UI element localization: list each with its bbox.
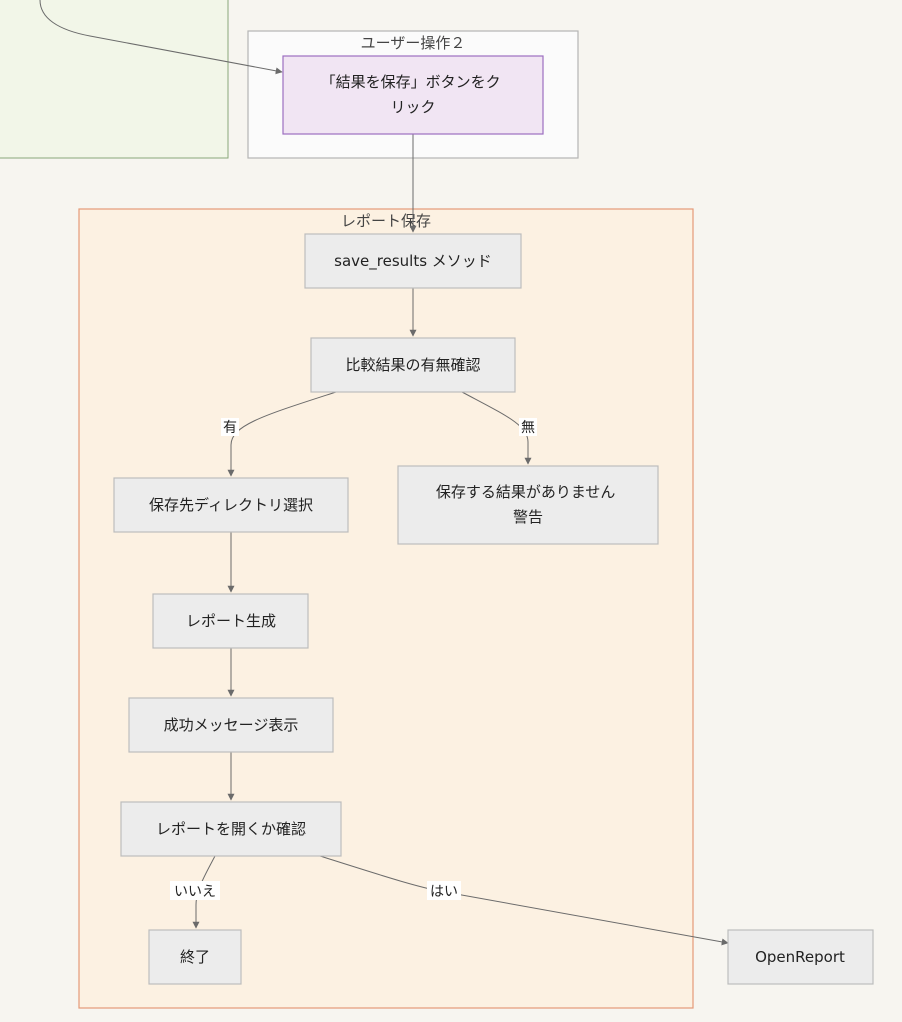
node-success-msg[interactable]: 成功メッセージ表示 (128, 697, 334, 753)
edge-check-to-no-results (461, 391, 532, 465)
node-click-save[interactable]: 「結果を保存」ボタンをク リック (282, 55, 544, 135)
node-select-dir[interactable]: 保存先ディレクトリ選択 (113, 477, 349, 533)
node-no-results-warn[interactable]: 保存する結果がありません 警告 (397, 465, 659, 545)
node-success-msg-label: 成功メッセージ表示 (164, 716, 299, 734)
svg-text:有: 有 (223, 420, 237, 436)
edge-upstream-to-click-save (39, 0, 283, 75)
node-generate-report-label: レポート生成 (186, 612, 276, 630)
svg-text:いいえ: いいえ (174, 884, 216, 900)
node-save-results[interactable]: save_results メソッド (304, 233, 522, 289)
node-end[interactable]: 終了 (148, 929, 242, 985)
node-open-report-label: OpenReport (755, 948, 845, 966)
node-open-report[interactable]: OpenReport (727, 929, 874, 985)
svg-text:「結果を保存」ボタンをク リック: 「結果を保存」ボタンをク リック (321, 73, 506, 116)
node-click-save-line-1: 「結果を保存」ボタンをク (321, 73, 501, 91)
node-generate-report[interactable]: レポート生成 (152, 593, 309, 649)
edge-check-to-select-dir (227, 391, 337, 477)
edge-label-yes-results: 有 (221, 418, 239, 436)
svg-text:保存する結果がありません 警告: 保存する結果がありません 警告 (436, 483, 620, 526)
node-end-label: 終了 (180, 948, 210, 966)
edge-label-yes-open: はい (427, 881, 461, 900)
node-no-results-line-1: 保存する結果がありません (436, 483, 616, 501)
svg-text:無: 無 (521, 420, 535, 436)
svg-text:はい: はい (430, 884, 458, 900)
cluster-report-save-title: レポート保存 (341, 212, 431, 230)
node-confirm-open[interactable]: レポートを開くか確認 (120, 801, 342, 857)
node-select-dir-label: 保存先ディレクトリ選択 (149, 496, 313, 514)
node-check-results-label: 比較結果の有無確認 (345, 356, 480, 374)
node-click-save-line-2: リック (390, 98, 435, 116)
node-save-results-label: save_results メソッド (334, 252, 492, 271)
node-check-results[interactable]: 比較結果の有無確認 (310, 337, 516, 393)
edge-label-no-open: いいえ (170, 881, 220, 900)
upstream-cluster (0, 0, 229, 159)
edge-label-no-results: 無 (519, 418, 537, 436)
cluster-user-action-2-title: ユーザー操作２ (361, 34, 466, 52)
node-confirm-open-label: レポートを開くか確認 (156, 820, 306, 838)
node-no-results-line-2: 警告 (513, 508, 543, 526)
